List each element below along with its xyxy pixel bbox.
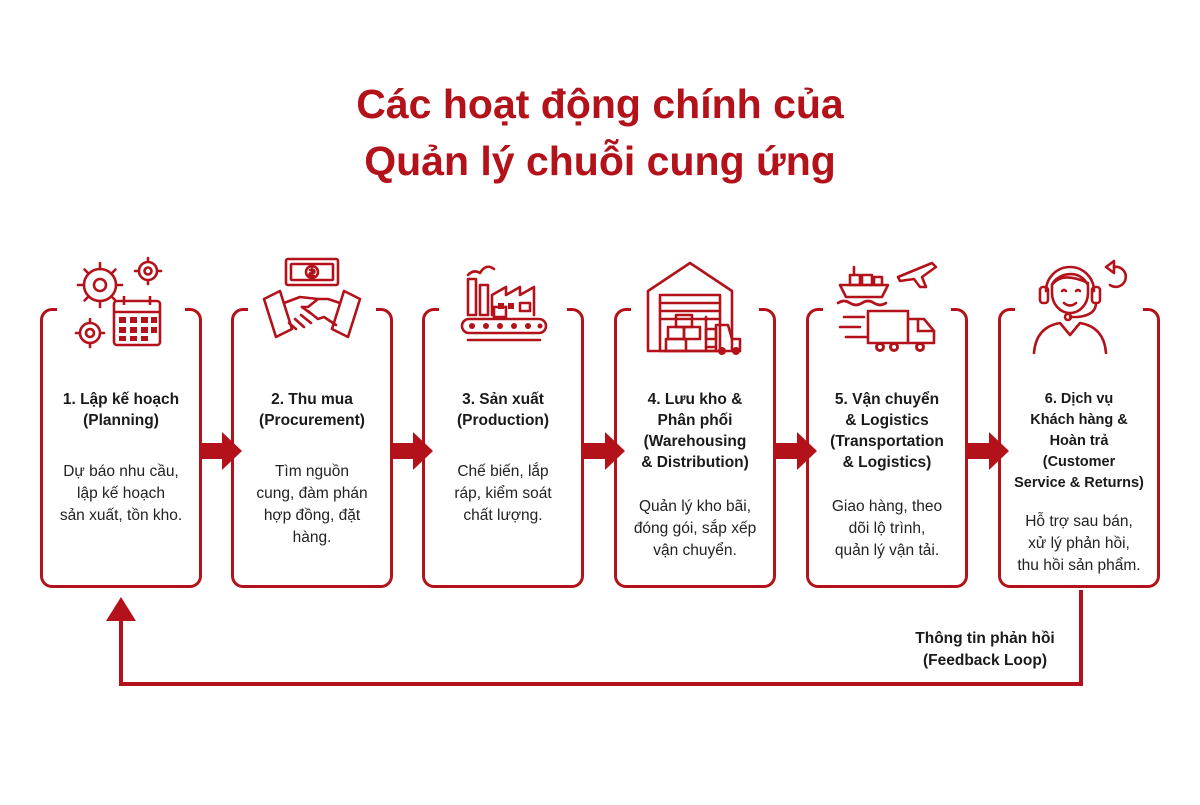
step-title: 5. Vận chuyển & Logistics (Transportatio… [830, 391, 944, 471]
ship-plane-truck-icon [836, 261, 938, 352]
flow-arrow-1 [200, 432, 242, 470]
step-title: 1. Lập kế hoạch (Planning) [62, 391, 180, 429]
step-title: 4. Lưu kho & Phân phối (Warehousing & Di… [641, 391, 749, 471]
step-card-planning: 1. Lập kế hoạch (Planning) Dự báo nhu cầ… [40, 305, 202, 588]
step-card-customer-service: 6. Dịch vụ Khách hàng & Hoàn trả (Custom… [998, 305, 1160, 588]
step-description: Quản lý kho bãi, đóng gói, sắp xếp vận c… [633, 498, 757, 559]
page-title-line-2: Quản lý chuỗi cung ứng [364, 138, 836, 184]
feedback-loop-label: Thông tin phản hồi (Feedback Loop) [915, 630, 1055, 669]
flow-arrow-3 [583, 432, 625, 470]
step-description: Hỗ trợ sau bán, xử lý phản hồi, thu hồi … [1017, 513, 1141, 574]
handshake-money-icon [262, 257, 362, 339]
warehouse-forklift-icon [646, 261, 742, 355]
step-card-production: 3. Sản xuất (Production) Chế biến, lắp r… [422, 305, 584, 588]
step-card-procurement: 2. Thu mua (Procurement) Tìm nguồn cung,… [231, 305, 393, 588]
feedback-arrowhead [106, 597, 136, 621]
step-description: Tìm nguồn cung, đàm phán hợp đồng, đặt h… [256, 463, 368, 546]
flow-arrow-5 [967, 432, 1009, 470]
factory-conveyor-icon [460, 265, 548, 342]
step-title: 2. Thu mua (Procurement) [259, 391, 365, 429]
step-title: 6. Dịch vụ Khách hàng & Hoàn trả (Custom… [1014, 391, 1144, 491]
customer-service-agent-icon [1032, 259, 1128, 355]
step-description: Giao hàng, theo dõi lộ trình, quản lý vậ… [831, 498, 943, 559]
page-title-line-1: Các hoạt động chính của [356, 81, 844, 127]
flow-arrow-2 [391, 432, 433, 470]
step-description: Dự báo nhu cầu, lập kế hoạch sản xuất, t… [59, 463, 183, 524]
gears-calendar-icon [74, 256, 163, 349]
flow-arrow-4 [775, 432, 817, 470]
step-description: Chế biến, lắp ráp, kiểm soát chất lượng. [454, 463, 552, 524]
step-card-transportation: 5. Vận chuyển & Logistics (Transportatio… [806, 305, 968, 588]
step-title: 3. Sản xuất (Production) [456, 391, 550, 429]
